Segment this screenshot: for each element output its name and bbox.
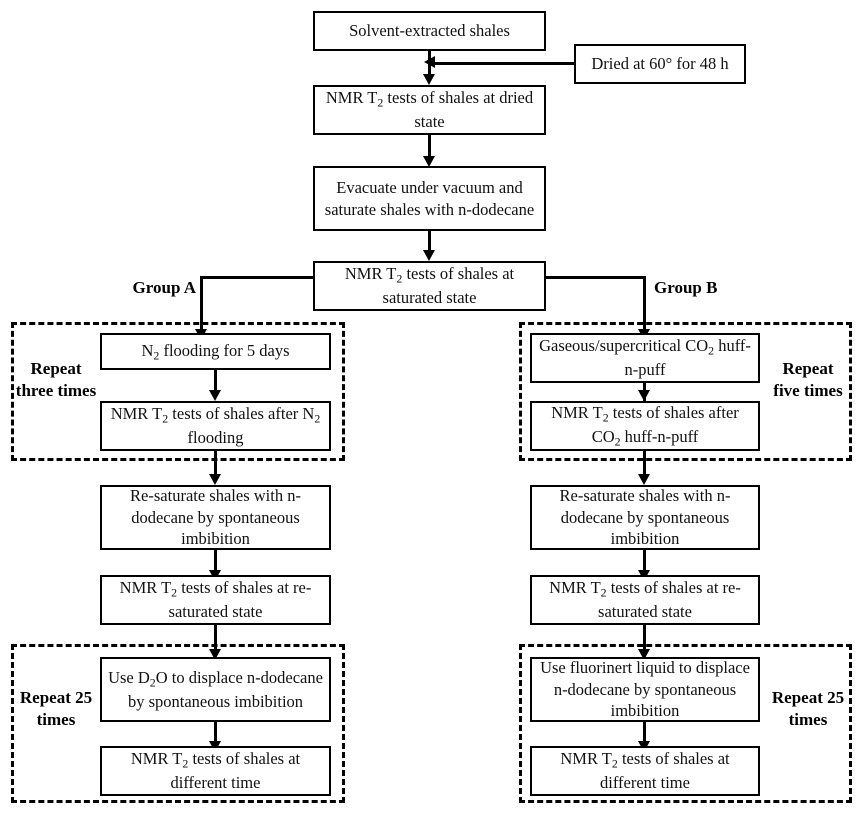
node-a-resaturate-text: Re-saturate shales with n-dodecane by sp… bbox=[130, 485, 301, 549]
node-a-n2-flooding: N2 flooding for 5 days bbox=[100, 333, 331, 370]
label-group-a: Group A bbox=[132, 278, 196, 297]
connector-b-nmr-resat-to-frame2 bbox=[643, 625, 646, 652]
connector-b-frame1-to-resaturate bbox=[643, 451, 646, 478]
node-nmr-saturated-state: NMR T2 tests of shales at saturated stat… bbox=[313, 261, 546, 311]
node-solvent-extracted-shales-text: Solvent-extracted shales bbox=[349, 21, 510, 41]
connector-a-flooding-to-nmr bbox=[214, 370, 217, 393]
node-evacuate-saturate-text: Evacuate under vacuum and saturate shale… bbox=[324, 177, 535, 219]
connector-solvent-to-nmr-dried bbox=[428, 51, 431, 77]
connector-split-left-down bbox=[200, 276, 203, 332]
node-a-d2o-displace: Use D2O to displace n-dodecane by sponta… bbox=[100, 657, 331, 722]
node-b-nmr-after-huff: NMR T2 tests of shales after CO2 huff-n-… bbox=[530, 401, 760, 451]
arrowhead-b-nmr-resat-to-frame2 bbox=[638, 649, 650, 660]
node-a-n2-flooding-text: N2 flooding for 5 days bbox=[141, 340, 290, 362]
connector-a-displace-to-nmr-time bbox=[214, 722, 217, 744]
node-b-nmr-resaturated-text: NMR T2 tests of shales at re-saturated s… bbox=[549, 578, 741, 622]
arrowhead-a-flooding-to-nmr bbox=[209, 390, 221, 401]
arrowhead-a-nmr-resat-to-frame2 bbox=[209, 649, 221, 660]
label-repeat-three-times: Repeat three times bbox=[15, 359, 97, 400]
node-a-nmr-after-flooding: NMR T2 tests of shales after N2 flooding bbox=[100, 401, 331, 451]
connector-split-right-down bbox=[643, 276, 646, 332]
node-b-co2-huff-n-puff: Gaseous/supercritical CO2 huff-n-puff bbox=[530, 333, 760, 383]
connector-a-frame1-to-resaturate bbox=[214, 451, 217, 478]
connector-dried-to-trunk bbox=[430, 62, 576, 65]
group-a-repeat-frame-2 bbox=[11, 644, 345, 803]
connector-a-resaturate-to-nmr-resat bbox=[214, 550, 217, 573]
connector-evacuate-to-nmr-saturated bbox=[428, 231, 431, 253]
node-dried-60-48h: Dried at 60° for 48 h bbox=[574, 44, 746, 84]
group-b-repeat-frame-1 bbox=[519, 322, 852, 461]
node-b-fluorinert-displace: Use fluorinert liquid to displace n-dode… bbox=[530, 657, 760, 722]
label-repeat-25-times-left: Repeat 25 times bbox=[19, 688, 93, 729]
node-a-nmr-different-time: NMR T2 tests of shales at different time bbox=[100, 746, 331, 796]
node-evacuate-saturate: Evacuate under vacuum and saturate shale… bbox=[313, 166, 546, 231]
connector-b-displace-to-nmr-time bbox=[643, 722, 646, 744]
node-nmr-saturated-state-text: NMR T2 tests of shales at saturated stat… bbox=[344, 264, 515, 308]
arrowhead-a-frame1-to-resaturate bbox=[209, 474, 221, 485]
node-dried-60-48h-text: Dried at 60° for 48 h bbox=[591, 54, 729, 74]
node-a-nmr-different-time-text: NMR T2 tests of shales at different time bbox=[130, 749, 301, 793]
node-solvent-extracted-shales: Solvent-extracted shales bbox=[313, 11, 546, 51]
node-nmr-dried-state-text: NMR T2 tests of shales at dried state bbox=[325, 88, 534, 132]
node-a-nmr-resaturated-text: NMR T2 tests of shales at re-saturated s… bbox=[119, 578, 312, 622]
arrowhead-nmr-dried-to-evacuate bbox=[423, 156, 435, 167]
group-a-repeat-frame-1 bbox=[11, 322, 345, 461]
label-group-b: Group B bbox=[654, 278, 718, 297]
node-b-resaturate-text: Re-saturate shales with n-dodecane by sp… bbox=[559, 485, 731, 549]
node-b-resaturate: Re-saturate shales with n-dodecane by sp… bbox=[530, 485, 760, 550]
node-a-nmr-resaturated: NMR T2 tests of shales at re-saturated s… bbox=[100, 575, 331, 625]
connector-a-nmr-resat-to-frame2 bbox=[214, 625, 217, 652]
node-b-nmr-after-huff-text: NMR T2 tests of shales after CO2 huff-n-… bbox=[551, 403, 739, 449]
node-a-d2o-displace-text: Use D2O to displace n-dodecane by sponta… bbox=[108, 667, 323, 711]
label-repeat-25-times-right: Repeat 25 times bbox=[771, 688, 845, 729]
arrowhead-evacuate-to-nmr-saturated bbox=[423, 250, 435, 261]
connector-b-resaturate-to-nmr-resat bbox=[643, 550, 646, 573]
node-b-co2-huff-n-puff-text: Gaseous/supercritical CO2 huff-n-puff bbox=[539, 336, 751, 380]
arrowhead-b-frame1-to-resaturate bbox=[638, 474, 650, 485]
arrowhead-b-huff-to-nmr bbox=[638, 390, 650, 401]
node-a-resaturate: Re-saturate shales with n-dodecane by sp… bbox=[100, 485, 331, 550]
node-b-fluorinert-displace-text: Use fluorinert liquid to displace n-dode… bbox=[540, 657, 750, 721]
node-a-nmr-after-flooding-text: NMR T2 tests of shales after N2 flooding bbox=[110, 404, 321, 448]
node-b-nmr-different-time-text: NMR T2 tests of shales at different time bbox=[560, 749, 730, 793]
connector-nmr-dried-to-evacuate bbox=[428, 135, 431, 159]
label-repeat-five-times: Repeat five times bbox=[773, 359, 843, 400]
node-b-nmr-resaturated: NMR T2 tests of shales at re-saturated s… bbox=[530, 575, 760, 625]
node-b-nmr-different-time: NMR T2 tests of shales at different time bbox=[530, 746, 760, 796]
group-b-repeat-frame-2 bbox=[519, 644, 852, 803]
node-nmr-dried-state: NMR T2 tests of shales at dried state bbox=[313, 85, 546, 135]
arrowhead-solvent-to-nmr-dried bbox=[423, 74, 435, 85]
